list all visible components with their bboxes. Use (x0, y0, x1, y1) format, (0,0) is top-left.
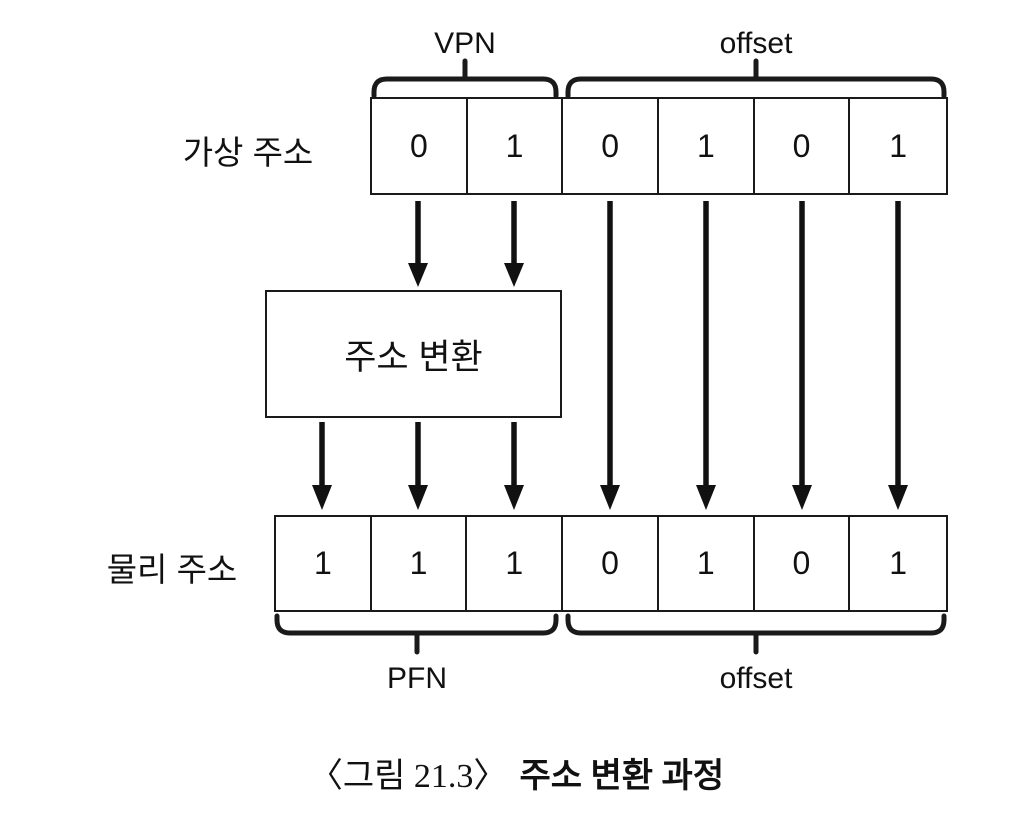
pfn-field-label: PFN (387, 662, 447, 695)
arrow-pfn-bit2-head (504, 485, 524, 510)
physical-bit-cell: 0 (755, 517, 851, 610)
virtual-bit-cell: 0 (563, 99, 660, 193)
arrow-offset-bit2-head (792, 485, 812, 510)
arrow-offset-bit1-head (696, 485, 716, 510)
figure-title: 주소 변환 과정 (519, 758, 725, 795)
virtual-address-label: 가상 주소 (182, 134, 314, 171)
offset-brace-bottom (565, 613, 947, 636)
arrow-vpn-bit1-head (504, 263, 524, 287)
physical-bit-cell: 0 (563, 517, 659, 610)
vpn-brace (371, 76, 559, 99)
vpn-field-label: VPN (434, 27, 496, 60)
offset-field-label-bottom: offset (719, 662, 793, 695)
virtual-bit-cell: 1 (659, 99, 755, 193)
offset-field-label-top: offset (719, 27, 793, 60)
virtual-address-row: 0 1 0 1 0 1 (370, 97, 948, 195)
offset-brace-top (565, 76, 947, 99)
physical-address-label: 물리 주소 (106, 551, 238, 588)
virtual-bit-cell: 0 (755, 99, 851, 193)
arrow-pfn-bit1-head (408, 485, 428, 510)
arrow-offset-bit0-head (600, 485, 620, 510)
address-translation-label: 주소 변환 (344, 337, 483, 377)
virtual-bit-cell: 1 (889, 127, 908, 164)
pfn-brace (274, 613, 559, 636)
physical-bit-cell: 1 (276, 517, 372, 610)
physical-bit-cell: 1 (659, 517, 755, 610)
virtual-bit-cell: 1 (468, 99, 564, 193)
physical-bit-cell: 1 (889, 545, 908, 581)
figure-number: 〈그림 21.3〉 (308, 758, 508, 795)
arrow-vpn-bit0-head (408, 263, 428, 287)
physical-address-row: 1 1 1 0 1 0 1 (274, 515, 948, 612)
physical-bit-cell: 1 (467, 517, 564, 610)
arrow-pfn-bit0-head (312, 485, 332, 510)
arrow-offset-bit3-head (888, 485, 908, 510)
physical-bit-cell: 1 (372, 517, 468, 610)
address-translation-box: 주소 변환 (265, 290, 562, 418)
virtual-bit-cell: 0 (372, 99, 468, 193)
figure-caption: 〈그림 21.3〉 주소 변환 과정 (0, 748, 1033, 797)
